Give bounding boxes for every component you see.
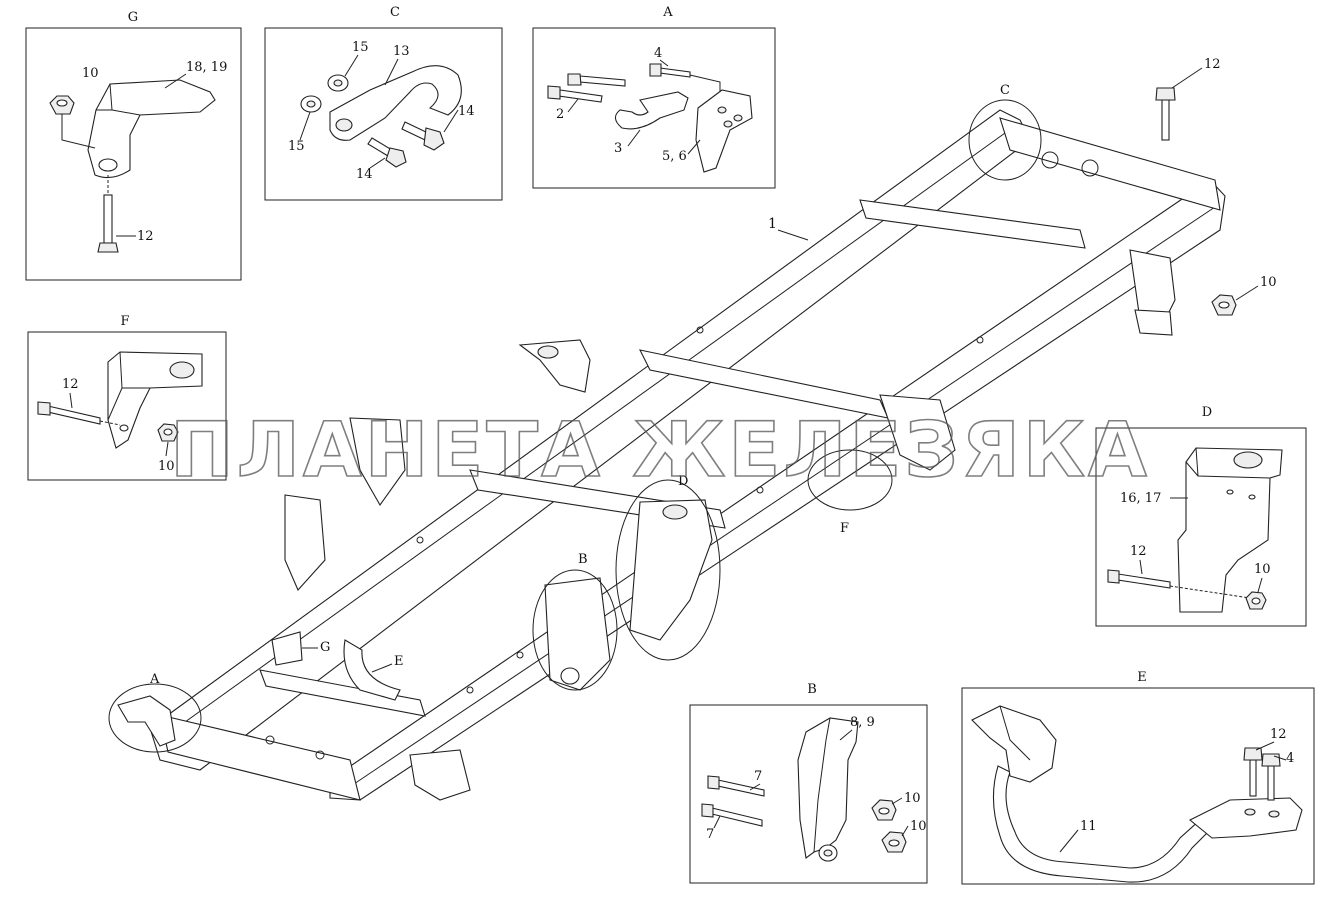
callout-1: 1	[768, 216, 777, 232]
detail-circle-b	[532, 569, 618, 691]
front-cross-member	[159, 714, 361, 801]
tow-hook-13	[329, 65, 462, 141]
label-d-12: 12	[1130, 544, 1147, 559]
label-b-10-lower: 10	[910, 819, 927, 834]
stabilizer-bar-11	[992, 765, 1213, 883]
detail-e-frame	[961, 687, 1315, 885]
detail-b-title: B	[807, 682, 817, 697]
bolt-12-d	[1117, 573, 1171, 589]
label-b-7-upper: 7	[754, 769, 762, 784]
callout-c: C	[1000, 83, 1010, 98]
bolt-12-e	[1249, 759, 1257, 797]
body-mount-left-1	[518, 339, 591, 393]
detail-a-frame	[532, 27, 776, 189]
label-f-10: 10	[158, 459, 175, 474]
stabilizer-bracket-right	[1188, 797, 1303, 839]
detail-view-b: B 8, 9 7 7 10 10	[689, 682, 928, 884]
spring-hanger-f	[879, 394, 956, 471]
label-g-18-19: 18, 19	[186, 60, 227, 75]
detail-g-frame	[25, 27, 242, 281]
label-c-13: 13	[393, 44, 410, 59]
label-c-15-left: 15	[288, 139, 305, 154]
tow-hook-main	[117, 695, 176, 747]
label-c-14-right: 14	[458, 104, 475, 119]
label-e-12: 12	[1270, 727, 1287, 742]
label-a-2: 2	[556, 107, 564, 122]
front-bumper-bracket	[409, 749, 471, 801]
body-mount-d	[629, 499, 713, 641]
callout-12: 12	[1204, 57, 1221, 72]
bolt-4-e	[1267, 765, 1275, 801]
cross-member-3	[859, 199, 1086, 249]
body-mount-left-2	[349, 417, 406, 507]
main-frame-assembly: 1 12 10 C D F B G E A	[108, 57, 1277, 801]
bolt-12-f	[47, 405, 101, 425]
detail-circle-f	[807, 449, 893, 511]
label-f-12: 12	[62, 377, 79, 392]
detail-f-title: F	[120, 314, 129, 329]
tow-hook-3	[614, 91, 689, 130]
detail-view-c: C 15 13 15 14 14	[264, 5, 503, 201]
detail-view-a: A 4 2 3 5, 6	[532, 5, 776, 189]
stabilizer-bar-main	[343, 639, 401, 701]
detail-d-title: D	[1202, 405, 1212, 420]
label-a-3: 3	[614, 141, 622, 156]
detail-g-title: G	[128, 10, 138, 25]
bracket-8-9	[797, 717, 859, 859]
detail-a-title: A	[662, 5, 673, 20]
label-b-8-9: 8, 9	[850, 715, 875, 730]
bolt-2-upper	[579, 75, 626, 87]
detail-view-d: D 16, 17 12 10	[1095, 405, 1307, 627]
label-a-4: 4	[654, 46, 662, 61]
callout-e: E	[394, 654, 404, 669]
detail-d-frame	[1095, 427, 1307, 627]
bolt-14-right	[401, 121, 429, 141]
watermark-text: ПЛАНЕТА ЖЕЛЕЗЯКА	[170, 405, 1150, 494]
detail-view-e: E 12 4 11	[961, 670, 1315, 885]
label-a-5-6: 5, 6	[662, 149, 687, 164]
bolt-12	[103, 194, 113, 244]
callout-g: G	[320, 640, 330, 655]
callout-d: D	[678, 474, 688, 489]
bolt-12-main	[1161, 99, 1170, 141]
label-g-10: 10	[82, 66, 99, 81]
spring-hanger-b	[544, 577, 611, 691]
shackle	[1134, 309, 1173, 336]
bracket-5-6	[695, 89, 753, 173]
detail-circle-a	[108, 683, 202, 753]
detail-circle-d	[615, 479, 721, 661]
detail-view-g: G 10 18, 19 12	[25, 10, 242, 281]
detail-b-frame	[689, 704, 928, 884]
detail-c-frame	[264, 27, 503, 201]
callout-a: A	[149, 672, 160, 687]
bolt-2-lower	[558, 89, 603, 103]
label-b-7-lower: 7	[706, 827, 714, 842]
callout-f: F	[840, 521, 849, 536]
callout-10: 10	[1260, 275, 1277, 290]
label-e-4: 4	[1286, 751, 1294, 766]
detail-c-title: C	[390, 5, 400, 20]
label-e-11: 11	[1080, 819, 1097, 834]
callout-b: B	[578, 552, 588, 567]
bracket-18-19	[87, 79, 216, 179]
label-b-10-upper: 10	[904, 791, 921, 806]
bracket-hole	[98, 158, 118, 172]
detail-e-title: E	[1137, 670, 1147, 685]
bracket-16-17	[1177, 447, 1283, 613]
detail-f-frame	[27, 331, 227, 481]
rear-cross-member	[999, 117, 1221, 211]
bolt-4	[659, 67, 691, 78]
label-d-16-17: 16, 17	[1120, 491, 1161, 506]
detail-view-f: F 12 10	[27, 314, 227, 481]
label-g-12: 12	[137, 229, 154, 244]
front-hanger	[284, 494, 326, 592]
detail-circle-c	[968, 99, 1042, 181]
label-d-10: 10	[1254, 562, 1271, 577]
label-c-14-lower: 14	[356, 167, 373, 182]
label-c-15-top: 15	[352, 40, 369, 55]
bracket-g-main	[271, 631, 303, 666]
